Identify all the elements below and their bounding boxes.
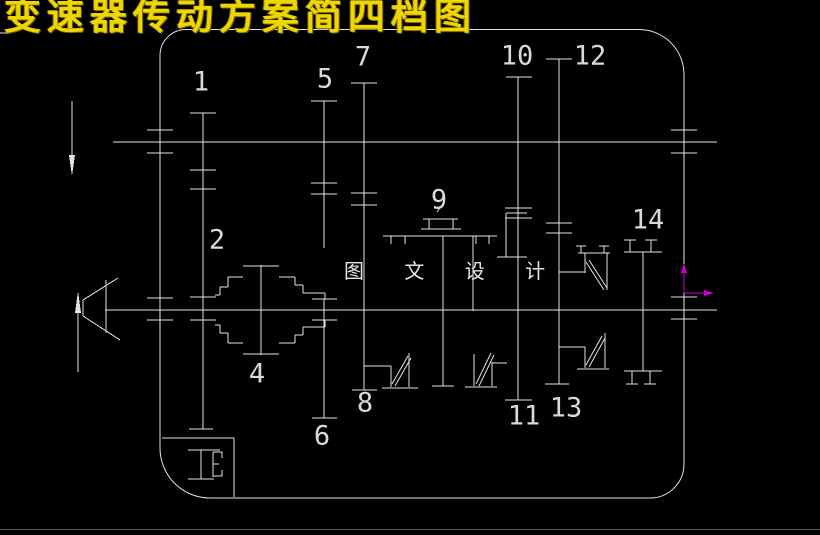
watermark-text: 图 文 设 计 (344, 259, 563, 283)
gear-12-13-symbol (545, 58, 572, 385)
clutch-cone (82, 277, 121, 341)
flow-arrow-down-icon (69, 101, 75, 176)
right-bearings (671, 129, 697, 320)
housing-outline (159, 29, 685, 499)
dog-clutch-left (382, 353, 418, 389)
gear-6-symbol (312, 298, 337, 419)
ucs-axes-icon (681, 263, 714, 296)
synchronizer-right-upper (559, 245, 610, 291)
drawing-title: 变速器传动方案简四档图 (4, 0, 477, 38)
gear-1-2-symbol (189, 112, 216, 430)
synchronizer-right-lower (559, 333, 609, 370)
reverse-gear-cluster (383, 204, 497, 387)
gear-7-8-symbol (351, 82, 391, 391)
gear-5-symbol (311, 100, 337, 248)
bottom-detail-box (162, 437, 235, 497)
flow-arrow-up-icon (75, 291, 81, 372)
synchronizer-sleeve (215, 265, 326, 355)
gear-10-11-symbol (497, 76, 532, 401)
left-bearings (147, 129, 173, 321)
dog-clutch-center (465, 352, 507, 388)
gear-14-symbol (624, 239, 662, 385)
